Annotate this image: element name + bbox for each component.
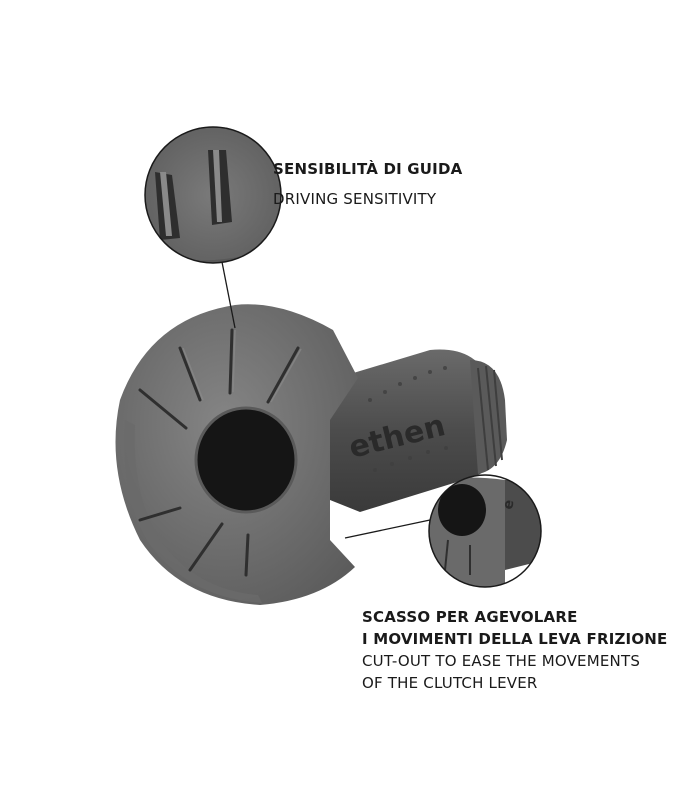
grip-sleeve: ethen bbox=[330, 349, 507, 512]
zoom-detail-cutout: e bbox=[428, 474, 542, 588]
callout-bottom-en-line1: CUT-OUT TO EASE THE MOVEMENTS bbox=[362, 652, 641, 670]
callout-bottom-en-line2: OF THE CLUTCH LEVER bbox=[362, 674, 538, 692]
leader-line-bottom bbox=[344, 519, 431, 539]
callout-bottom-it-line2: I MOVIMENTI DELLA LEVA FRIZIONE bbox=[362, 630, 668, 648]
callout-driving-sensitivity: SENSIBILITÀ DI GUIDA DRIVING SENSITIVITY bbox=[273, 158, 462, 210]
callout-top-title-en: DRIVING SENSITIVITY bbox=[273, 190, 437, 208]
grip-bore bbox=[196, 408, 296, 512]
zoom-detail-ribs bbox=[144, 126, 282, 264]
grip-flange bbox=[115, 304, 358, 605]
callout-bottom-it-line1: SCASSO PER AGEVOLARE bbox=[362, 608, 578, 626]
svg-text:e: e bbox=[500, 499, 517, 511]
callout-clutch-cutout: SCASSO PER AGEVOLARE I MOVIMENTI DELLA L… bbox=[362, 606, 668, 694]
leader-line-top bbox=[221, 261, 236, 329]
callout-top-title-it: SENSIBILITÀ DI GUIDA bbox=[273, 160, 463, 178]
